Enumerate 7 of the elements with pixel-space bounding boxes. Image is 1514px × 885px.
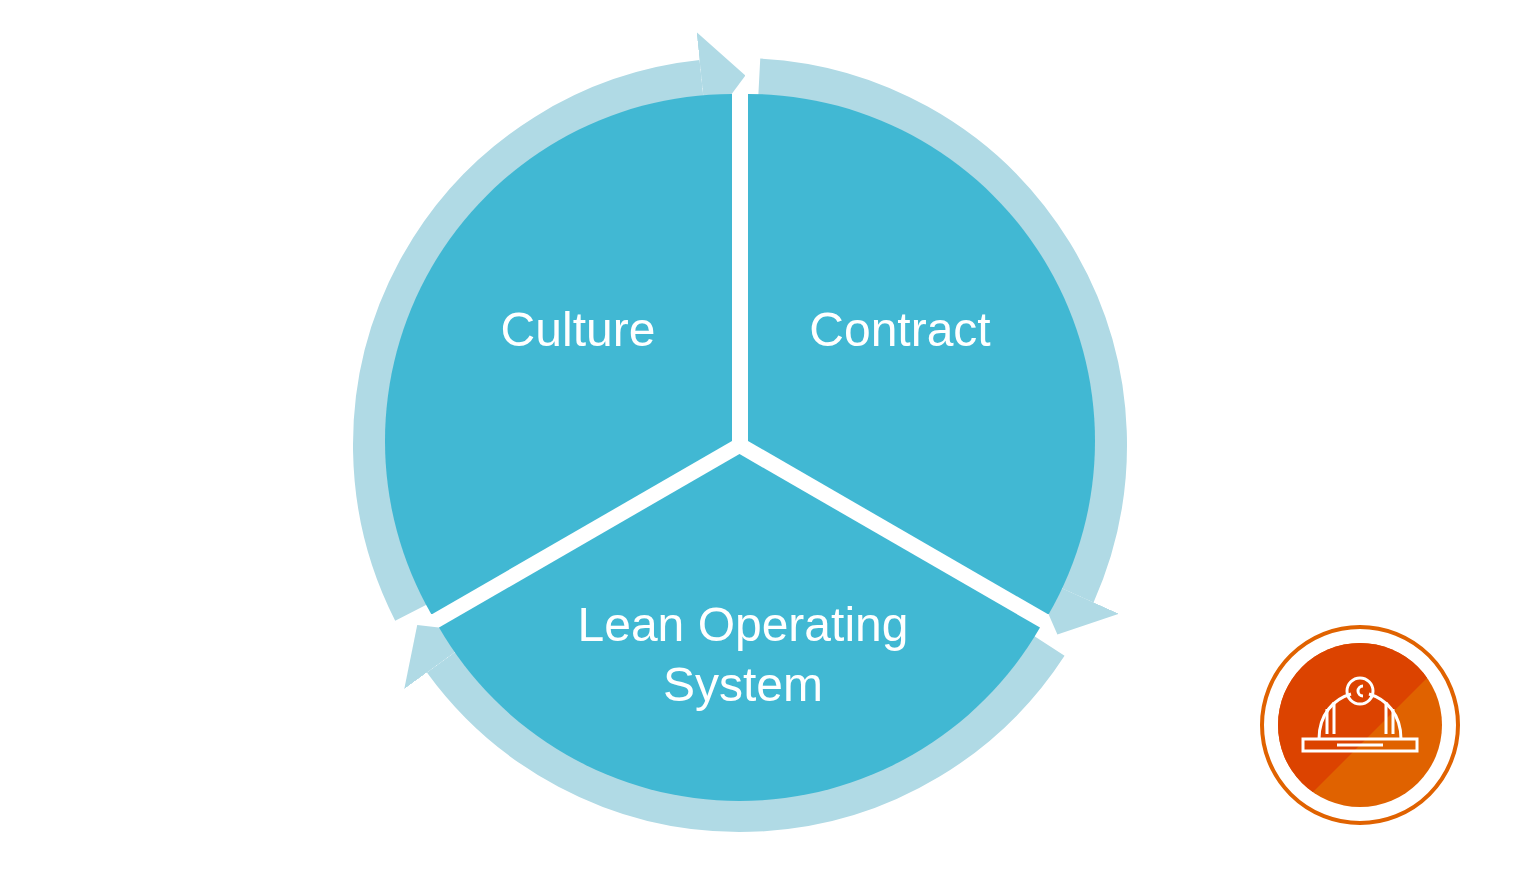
segment-label: Contract [808, 302, 992, 358]
cycle-arrow [756, 58, 1127, 636]
cycle-arrow [406, 626, 1064, 832]
segment-label: Lean Operating System [576, 597, 910, 713]
cycle-arrow [353, 32, 745, 620]
pie-segment [439, 454, 1041, 801]
segment-label: Culture [499, 302, 657, 358]
